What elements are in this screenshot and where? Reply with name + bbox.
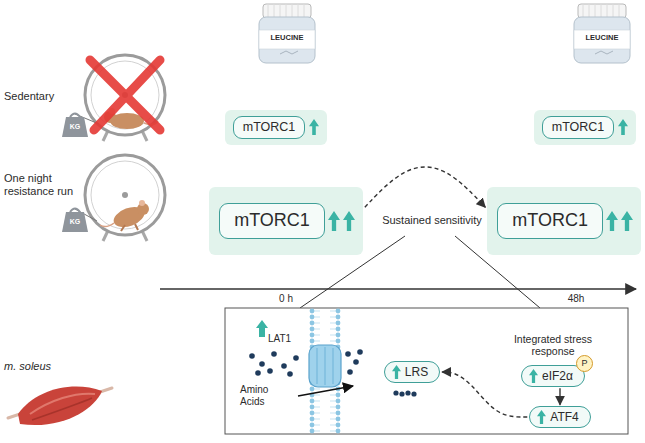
- up-arrow: [309, 119, 319, 135]
- time-label: 0 h: [271, 293, 301, 305]
- time-axis: [160, 288, 636, 290]
- connector-arrow: [442, 372, 527, 417]
- uptake-arrow: [298, 386, 353, 396]
- mtorc1-box: mTORC1: [225, 110, 328, 145]
- jar-label: LEUCINE: [260, 34, 314, 43]
- up-arrow: [606, 211, 618, 231]
- weight-label: KG: [64, 218, 86, 226]
- node-label: eIF2α: [542, 369, 573, 383]
- leucine-jar: [574, 4, 630, 63]
- weight: [62, 212, 88, 232]
- cross-mark: [90, 60, 160, 130]
- soleus-muscle: [8, 387, 112, 426]
- node-label: ATF4: [550, 410, 578, 424]
- up-arrow: [256, 320, 268, 337]
- node-label: mTORC1: [219, 203, 325, 239]
- time-label: 48h: [561, 293, 591, 305]
- text-label: Sedentary: [4, 90, 76, 103]
- leucine-jar: [259, 4, 315, 63]
- jar-label: LEUCINE: [575, 34, 629, 43]
- up-arrow: [537, 410, 546, 424]
- weight-label: KG: [64, 123, 86, 131]
- protein-box: eIF2αP: [521, 365, 585, 387]
- protein-box: ATF4: [529, 406, 590, 428]
- phospho-label: P: [581, 359, 587, 368]
- text-label: m. soleus: [4, 360, 84, 373]
- cell-membrane: [310, 309, 341, 434]
- lat1-transporter: [309, 345, 341, 387]
- text-label: One night resistance run: [4, 172, 78, 197]
- mtorc1-box: mTORC1: [487, 187, 641, 255]
- up-arrow: [343, 211, 355, 231]
- weight: [62, 117, 88, 137]
- node-label: mTORC1: [497, 203, 603, 239]
- mtorc1-box: mTORC1: [534, 110, 637, 145]
- phospho-circle: P: [576, 355, 593, 372]
- connector-arrow: [559, 388, 560, 405]
- amino-acid-chain: [393, 390, 416, 396]
- inset-panel: [225, 308, 628, 434]
- node-label: mTORC1: [233, 116, 306, 139]
- up-arrow: [328, 211, 340, 231]
- running-wheel: [85, 55, 165, 141]
- up-arrow: [618, 119, 628, 135]
- up-arrow: [392, 365, 401, 379]
- text-label: Sustained sensitivity: [370, 214, 494, 227]
- text-label: Integrated stress response: [501, 333, 605, 357]
- amino-acids: [249, 349, 363, 377]
- connector-arrow: [365, 167, 485, 207]
- running-wheel: [85, 155, 165, 241]
- text-label: LAT1: [268, 333, 300, 345]
- protein-box: LRS: [384, 361, 440, 383]
- node-label: LRS: [405, 365, 428, 379]
- text-label: Amino Acids: [240, 384, 294, 407]
- up-arrow: [529, 369, 538, 383]
- node-label: mTORC1: [542, 116, 615, 139]
- mtorc1-box: mTORC1: [209, 187, 363, 255]
- up-arrow: [621, 211, 633, 231]
